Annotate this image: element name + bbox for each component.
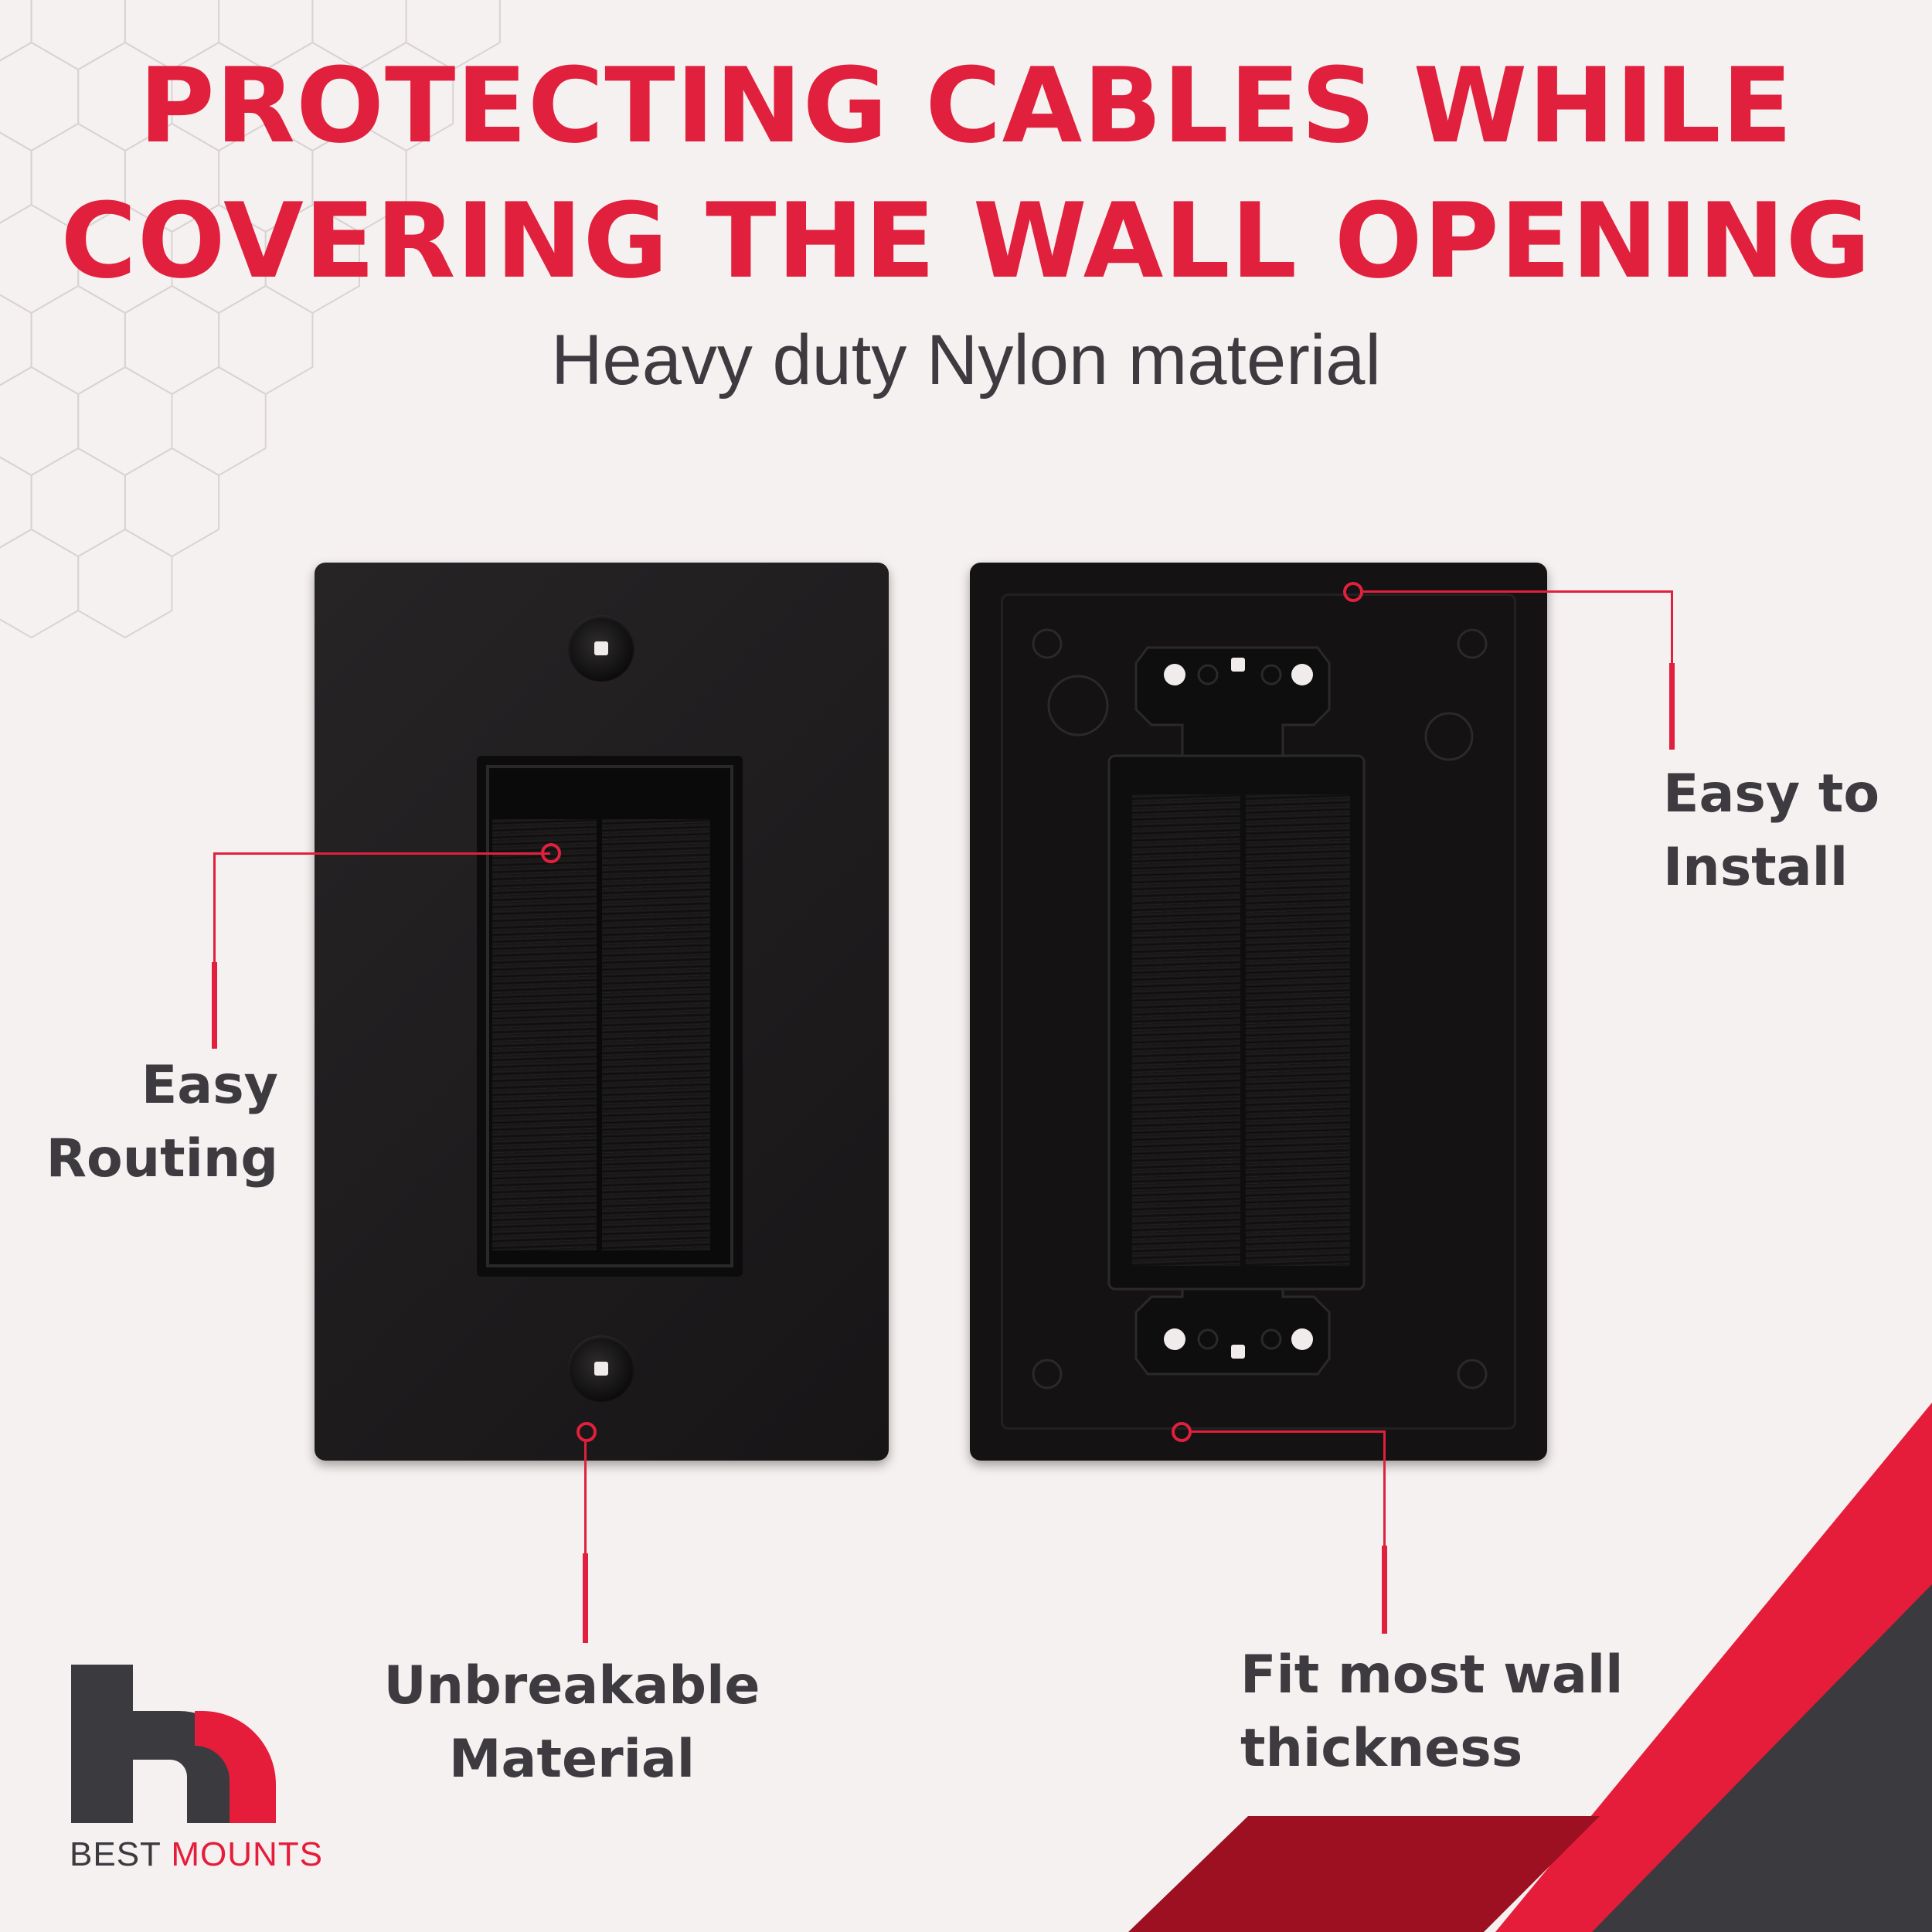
callout-unbreakable-line2: Material <box>448 1729 696 1790</box>
callout-install-line-end <box>1669 663 1675 750</box>
callout-unbreakable-line1: Unbreakable <box>383 1655 760 1716</box>
screw-top-icon <box>568 615 634 682</box>
callout-wall-line-h <box>1192 1430 1385 1433</box>
callout-easy-routing-line2: Routing <box>46 1128 278 1189</box>
wall-plate-back <box>970 563 1547 1461</box>
honeycomb-pattern <box>0 0 501 639</box>
back-brush-bristles-right <box>1246 794 1350 1266</box>
brush-opening <box>477 756 743 1277</box>
callout-unbreakable: Unbreakable Material <box>355 1649 788 1796</box>
callout-fit-wall-line2: thickness <box>1240 1718 1523 1779</box>
subtitle: Heavy duty Nylon material <box>551 321 1381 400</box>
brush-bristles-left <box>492 819 597 1250</box>
brand-name: BEST MOUNTS <box>70 1835 323 1874</box>
callout-unbreakable-line-end <box>583 1553 588 1643</box>
brand-word-mounts: MOUNTS <box>171 1835 324 1873</box>
callout-routing-dot <box>541 843 561 863</box>
brand-word-best: BEST <box>70 1835 162 1873</box>
brush-bristles-right <box>602 819 710 1250</box>
callout-wall-line-v <box>1383 1430 1386 1633</box>
callout-easy-routing: Easy Routing <box>0 1049 278 1196</box>
callout-routing-line-v <box>213 852 216 1047</box>
callout-easy-install-line1: Easy to <box>1663 764 1880 825</box>
best-mounts-logo-icon <box>71 1665 276 1823</box>
wall-plate-front <box>315 563 889 1461</box>
plate-inner-frame <box>1001 594 1516 1430</box>
callout-easy-install: Easy to Install <box>1663 757 1879 904</box>
headline-line-1: PROTECTING CABLES WHILE <box>138 46 1794 166</box>
callout-easy-install-line2: Install <box>1663 837 1849 898</box>
headline-line-2: COVERING THE WALL OPENING <box>60 181 1872 301</box>
callout-install-dot <box>1343 582 1363 602</box>
callout-easy-routing-line1: Easy <box>141 1055 278 1116</box>
callout-unbreakable-dot <box>577 1422 597 1442</box>
callout-routing-line-h <box>213 852 550 855</box>
screw-bottom-icon <box>568 1335 634 1402</box>
callout-wall-line-end <box>1382 1546 1387 1634</box>
callout-wall-dot <box>1172 1422 1192 1442</box>
callout-unbreakable-line-v <box>584 1442 587 1643</box>
callout-fit-wall: Fit most wall thickness <box>1240 1638 1624 1785</box>
callout-install-line-h <box>1363 590 1672 593</box>
callout-routing-line-end <box>212 962 217 1049</box>
callout-fit-wall-line1: Fit most wall <box>1240 1645 1624 1706</box>
back-brush-bristles-left <box>1132 794 1240 1266</box>
hex-cell <box>77 528 173 639</box>
